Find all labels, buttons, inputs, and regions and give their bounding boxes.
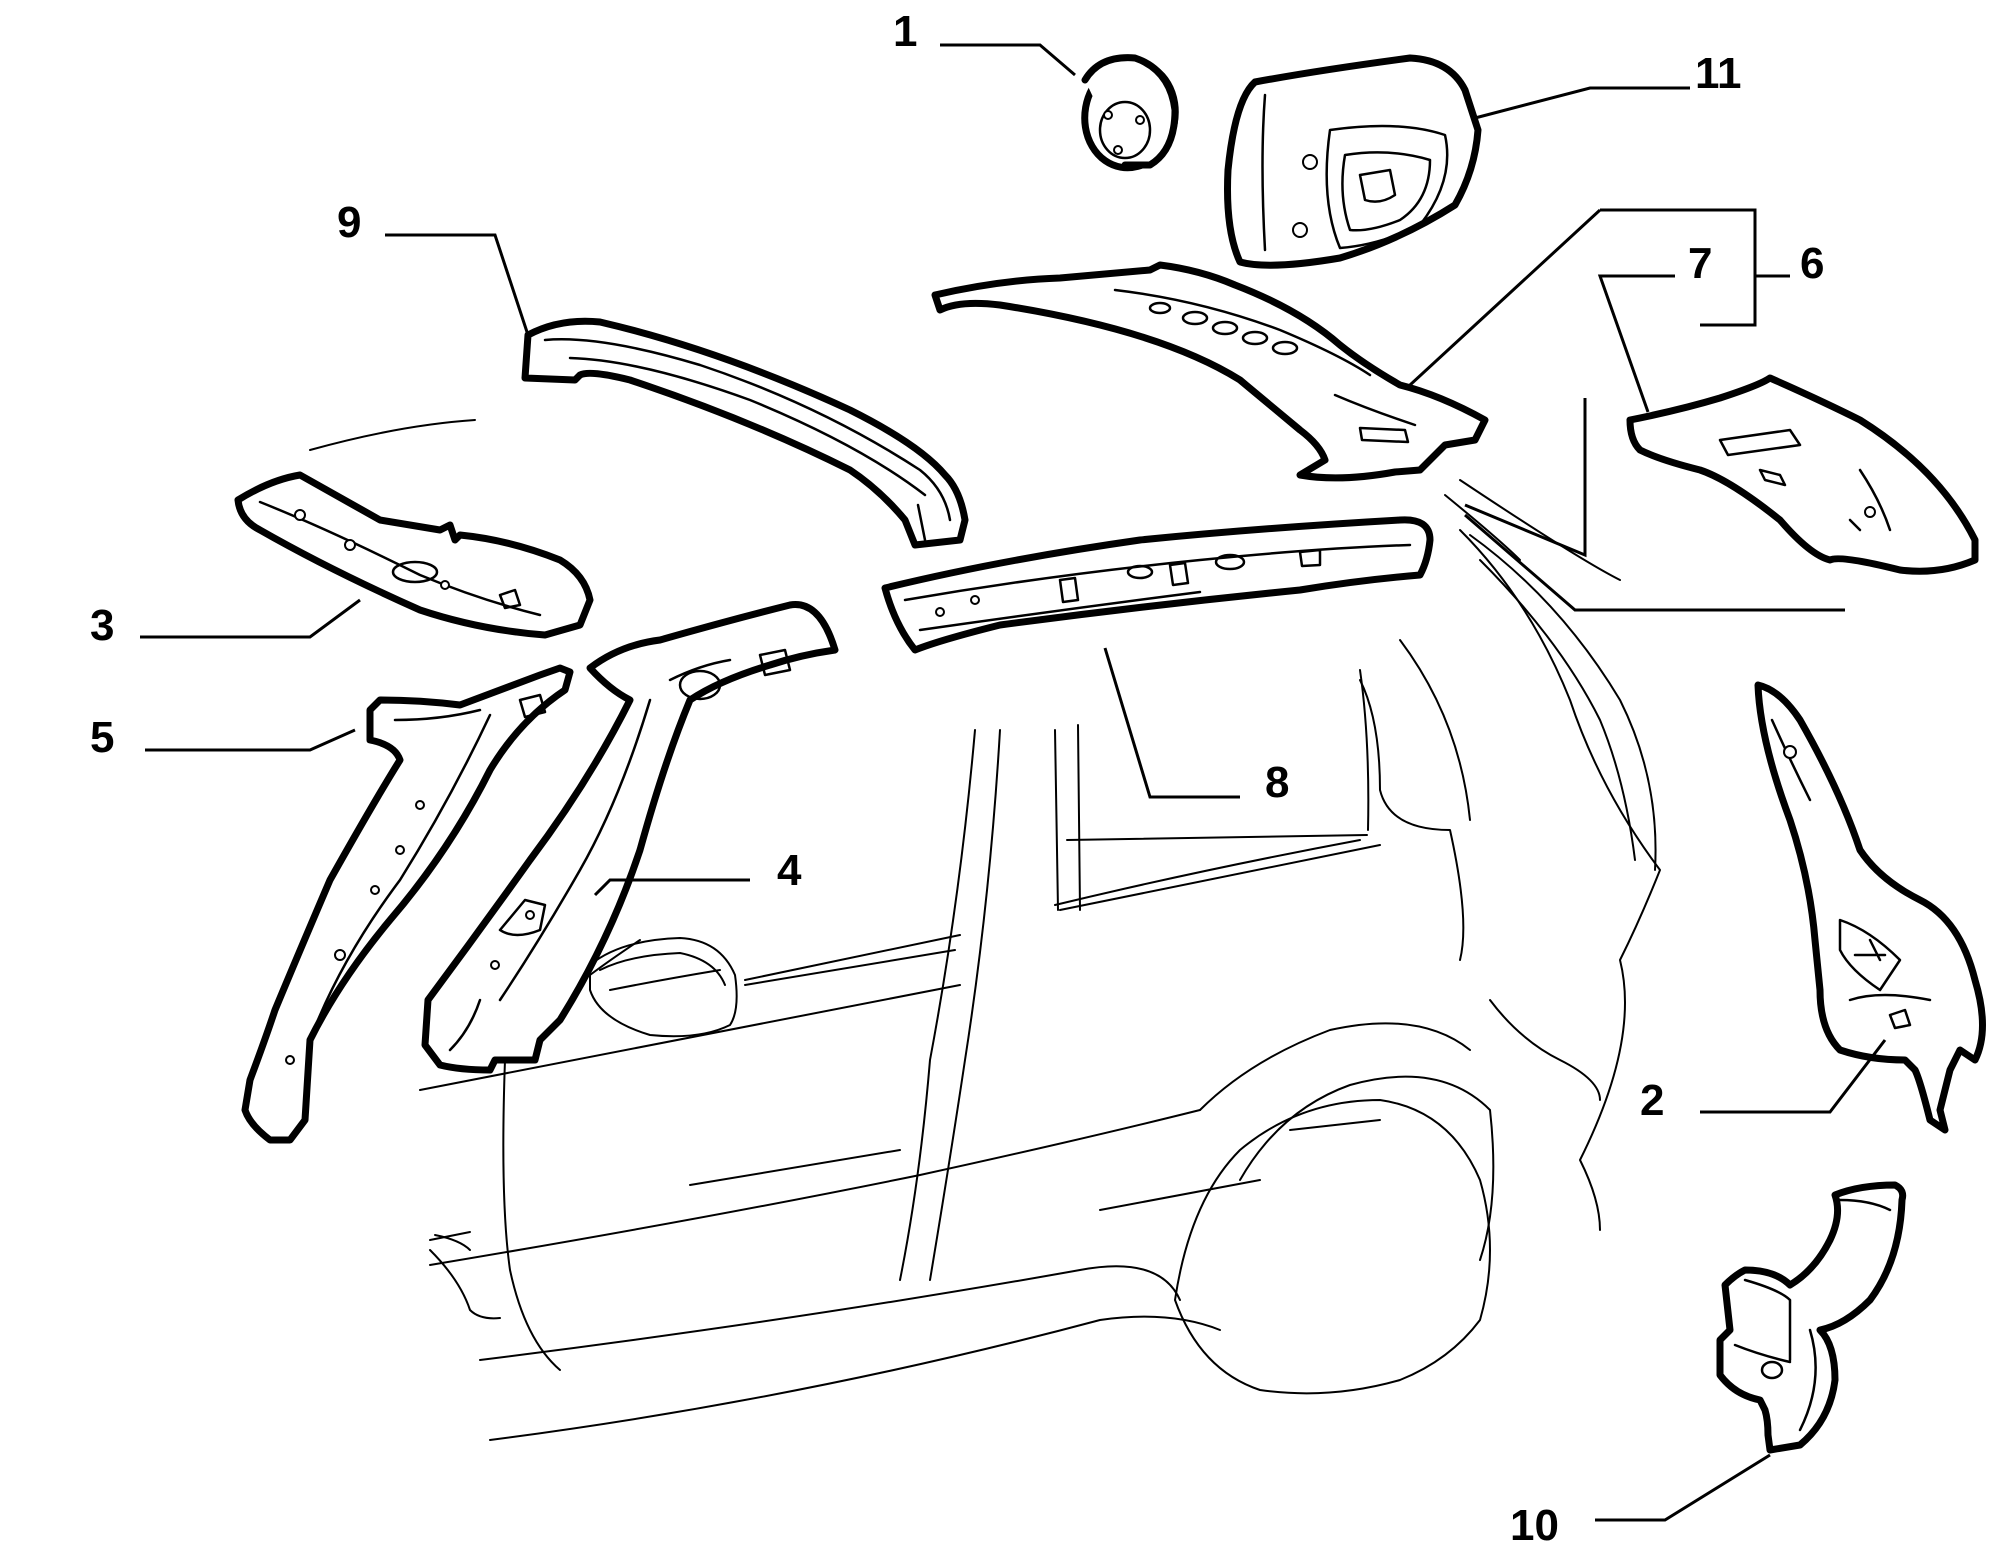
car-body-outline <box>309 419 1661 1441</box>
callout-8: 8 <box>1265 758 1289 807</box>
callout-2: 2 <box>1640 1076 1664 1125</box>
callout-9: 9 <box>337 198 361 247</box>
callout-10: 10 <box>1510 1501 1559 1544</box>
part-10-wheel-arch-bracket <box>1716 1181 1907 1454</box>
callout-6: 6 <box>1800 239 1824 288</box>
part-2-rear-pillar <box>1754 681 1986 1134</box>
side-mirror <box>589 937 738 1038</box>
part-7-c-pillar-inner <box>1626 374 1979 575</box>
part-6-upper-side-rail <box>931 261 1489 482</box>
part-3-front-header <box>234 471 594 639</box>
callout-labels: 1 11 9 7 6 3 5 8 4 2 10 <box>90 7 1824 1544</box>
callout-5: 5 <box>90 713 114 762</box>
part-8-side-roof-rail <box>881 516 1434 654</box>
callout-4: 4 <box>777 846 802 895</box>
leader-lines <box>140 43 1887 1522</box>
part-11-fuel-filler-housing <box>1224 54 1482 269</box>
callout-11: 11 <box>1695 49 1742 98</box>
callout-3: 3 <box>90 601 114 650</box>
callout-7: 7 <box>1688 239 1712 288</box>
part-4-a-pillar-inner <box>421 601 839 1074</box>
part-1-round-cap <box>1081 54 1179 172</box>
callout-1: 1 <box>893 7 917 56</box>
part-9-roof-rail <box>521 317 969 549</box>
part-5-a-pillar-outer <box>241 664 574 1144</box>
